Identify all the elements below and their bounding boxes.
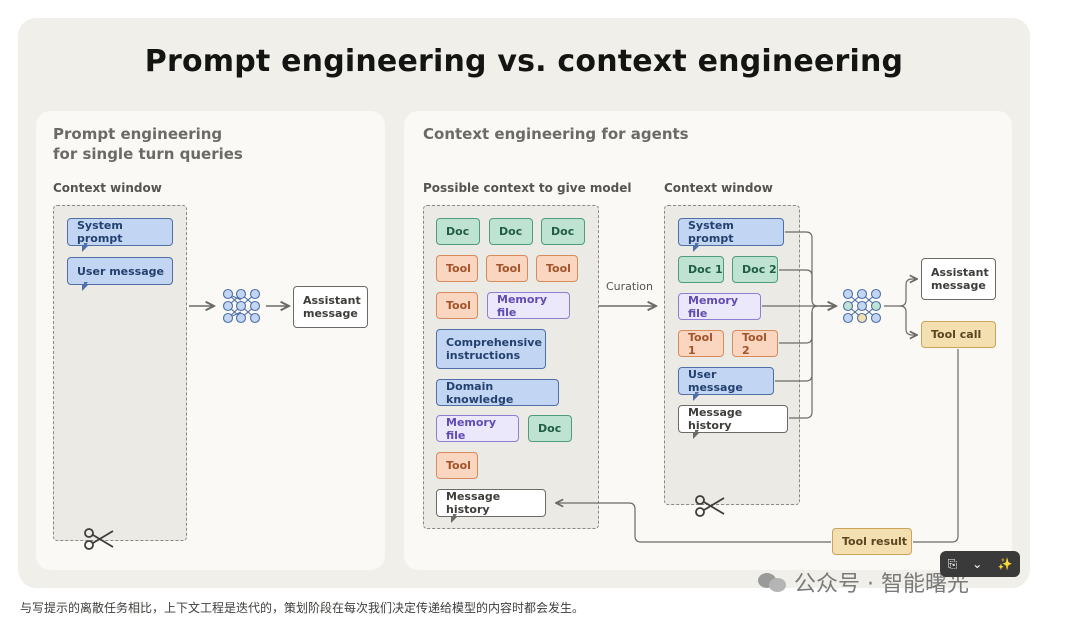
watermark-text: 公众号 · 智能曙光 [794,572,969,597]
right-assistant-line2: message [931,279,986,292]
tool-result-label: Tool result [842,535,908,548]
window-doc1: Doc 1 [678,256,724,283]
memory-file-label: Memory file [497,292,548,319]
right-context-window-label: Context window [664,181,773,195]
comprehensive-line1: Comprehensive [446,336,542,349]
window-tool1: Tool 1 [678,330,724,357]
curation-label: Curation [606,280,653,293]
right-assistant-message: Assistant message [921,258,996,300]
translate-icon[interactable]: ⎘ [947,556,958,571]
window-message-history: Message history [678,405,788,439]
wechat-icon [758,571,788,593]
domain-knowledge-label: Domain knowledge [446,379,514,406]
doc-chip: Doc [528,415,572,442]
left-user-message-label: User message [77,264,164,278]
left-system-prompt: System prompt [67,218,173,252]
tool-call-chip: Tool call [921,321,996,348]
model-to-assistant [884,279,917,307]
image-toolbar[interactable]: ⎘ ⌄ ✨ [940,551,1020,577]
left-context-window-label: Context window [53,181,162,195]
chevron-down-icon[interactable]: ⌄ [972,557,983,571]
speech-tail [82,282,89,291]
prompt-engineering-title: Prompt engineering for single turn queri… [53,124,243,164]
caption: 与写提示的离散任务相比，上下文工程是迭代的，策划阶段在每次我们决定传递给模型的内… [20,601,585,615]
window-memory-file-label: Memory file [688,293,739,320]
doc-chip: Doc [541,218,585,245]
tool-chip: Tool [486,255,528,282]
left-neural-network-icon [222,288,261,324]
window-to-model-connectors [762,231,834,419]
possible-context-label: Possible context to give model [423,181,632,195]
magic-wand-icon[interactable]: ✨ [997,557,1013,571]
right-neural-network-icon [842,288,882,324]
message-history-label: Message history [446,490,501,516]
tool-label: Tool [446,262,471,275]
doc-chip: Doc [436,218,480,245]
memory-file-label: Memory file [446,415,497,442]
doc-label: Doc [446,225,470,238]
window-tool2: Tool 2 [732,330,778,357]
message-history-chip: Message history [436,489,546,523]
doc-label: Doc [499,225,523,238]
window-tool1-label: Tool 1 [688,330,713,357]
tool-label: Tool [496,262,521,275]
tool-call-label: Tool call [931,328,982,341]
speech-tail [451,514,458,523]
doc-chip: Doc [489,218,533,245]
model-to-tool-call [899,305,917,335]
tool-result-loop [556,503,831,543]
comprehensive-instructions-chip: Comprehensive instructions [436,329,546,369]
prompt-engineering-title-line2: for single turn queries [53,145,243,163]
window-doc2: Doc 2 [732,256,778,283]
left-assistant-line2: message [303,307,358,320]
window-system-prompt: System prompt [678,218,784,252]
memory-file-chip: Memory file [487,292,570,319]
tool-label: Tool [546,262,571,275]
window-doc1-label: Doc 1 [688,263,723,276]
window-user-message: User message [678,367,774,401]
left-scissors-icon [84,528,114,550]
doc-label: Doc [551,225,575,238]
speech-tail [693,243,700,252]
speech-tail [82,243,89,252]
diagram-title: Prompt engineering vs. context engineeri… [144,44,904,79]
speech-tail [693,392,700,401]
tool-chip: Tool [536,255,578,282]
right-assistant-line1: Assistant [931,266,989,279]
window-user-message-label: User message [688,368,743,394]
window-tool2-label: Tool 2 [742,330,767,357]
watermark: 公众号 · 智能曙光 [758,566,969,598]
tool-chip: Tool [436,255,478,282]
domain-knowledge-chip: Domain knowledge [436,379,559,406]
right-scissors-icon [695,495,725,517]
window-message-history-label: Message history [688,406,743,432]
tool-call-down [913,349,959,543]
left-system-prompt-label: System prompt [77,219,123,245]
left-assistant-line1: Assistant [303,294,361,307]
speech-tail [693,430,700,439]
tool-label: Tool [446,459,471,472]
memory-file-chip: Memory file [436,415,519,442]
window-system-prompt-label: System prompt [688,219,734,245]
left-assistant-message: Assistant message [293,286,368,328]
tool-chip: Tool [436,292,478,319]
window-memory-file: Memory file [678,293,761,320]
prompt-engineering-title-line1: Prompt engineering [53,125,223,143]
tool-label: Tool [446,299,471,312]
tool-chip: Tool [436,452,478,479]
tool-result-chip: Tool result [832,528,912,555]
context-engineering-title: Context engineering for agents [423,125,689,143]
window-doc2-label: Doc 2 [742,263,777,276]
comprehensive-line2: instructions [446,349,521,362]
left-user-message: User message [67,257,173,291]
doc-label: Doc [538,422,562,435]
